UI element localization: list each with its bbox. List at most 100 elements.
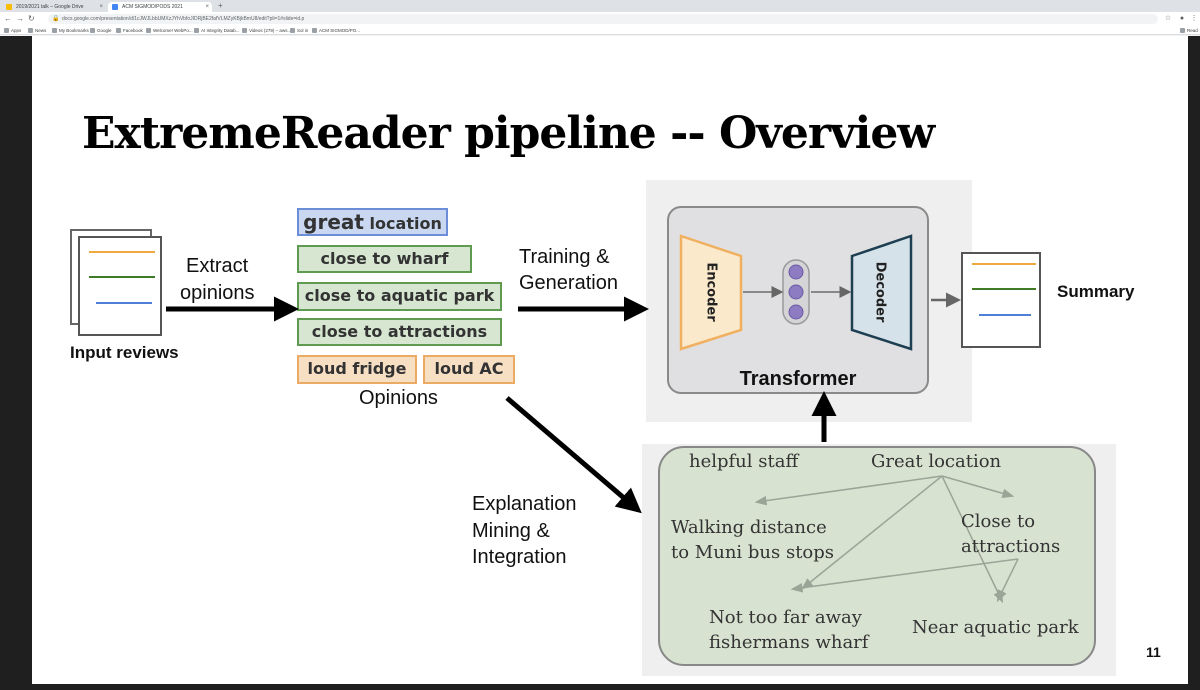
presenter-left-margin (0, 36, 32, 690)
edge-great-to-notfar (801, 475, 943, 590)
slide-title: ExtremeReader pipeline -- Overview (82, 108, 935, 159)
bookmark-label: AI Integrity Datab... (201, 28, 240, 33)
explanation-graph-box (658, 446, 1096, 666)
lock-icon: 🔒 (52, 16, 60, 22)
database-icon (194, 28, 199, 33)
facebook-icon (116, 28, 121, 33)
bookmark-item[interactable]: My Bookmarks (52, 26, 89, 35)
bookmark-item[interactable]: ACM SIGMOD/PO... (312, 26, 360, 35)
address-text: docs.google.com/presentation/d/1cJWJLbbU… (62, 16, 305, 22)
bookmark-label: Facebook (123, 28, 143, 33)
doc-line (972, 288, 1036, 290)
menu-icon[interactable]: ⋮ (1190, 15, 1198, 22)
review-document-front (78, 236, 162, 336)
graph-node-near-aquatic: Near aquatic park (912, 617, 1079, 638)
input-reviews-label: Input reviews (70, 343, 179, 362)
opinion-close-to-aquatic-park: close to aquatic park (297, 282, 502, 311)
opinion-close-to-wharf: close to wharf (297, 245, 472, 273)
edge-close-to-near (996, 558, 1019, 603)
bookmark-label: ACM SIGMOD/PO... (319, 28, 361, 33)
browser-tab-bar: 2019/2021 talk – Google Drive × ACM SIGM… (0, 0, 1200, 12)
graph-node-close-line1: Close to (961, 511, 1036, 532)
bookmark-label: Google (97, 28, 112, 33)
new-tab-icon[interactable]: + (218, 1, 223, 10)
browser-tab-acm[interactable]: ACM SIGMOD/PODS 2021 × (108, 2, 212, 12)
training-label-line1: Training & (519, 246, 610, 268)
close-tab-icon[interactable]: × (205, 4, 209, 10)
browser-tab-drive[interactable]: 2019/2021 talk – Google Drive × (2, 2, 106, 12)
apps-icon (4, 28, 9, 33)
webpo-icon (146, 28, 151, 33)
sol-icon (290, 28, 295, 33)
doc-line (96, 302, 152, 304)
graph-node-close-line2: attractions (961, 536, 1061, 557)
bookmark-label: Welcome! WebPo... (153, 28, 193, 33)
bookmark-item[interactable]: Google (90, 26, 112, 35)
acm-favicon-icon (112, 4, 118, 10)
opinion-great-location: great location (297, 208, 448, 236)
reload-icon[interactable]: ↻ (28, 14, 35, 23)
bookmark-label: Videos (279) – aws... (249, 28, 292, 33)
extract-label-line1: Extract (186, 255, 249, 277)
tab-label: 2019/2021 talk – Google Drive (16, 4, 84, 10)
doc-line (972, 263, 1036, 265)
graph-node-walking-line2: to Muni bus stops (671, 542, 835, 563)
summary-label: Summary (1057, 282, 1135, 301)
doc-line (89, 251, 155, 253)
reading-list[interactable]: Read (1180, 26, 1198, 35)
edge-close-to-notfar (790, 558, 1019, 593)
decoder-shape (850, 234, 913, 351)
opinion-rest: location (363, 214, 442, 233)
explanation-arrow (505, 396, 642, 514)
bookmark-item[interactable]: AI Integrity Datab... (194, 26, 240, 35)
latent-node (788, 264, 804, 280)
explanation-label-line1: Explanation (472, 493, 577, 515)
video-icon (242, 28, 247, 33)
latent-node (788, 304, 804, 320)
bookmark-item[interactable]: Videos (279) – aws... (242, 26, 291, 35)
bookmark-item[interactable]: Apps (4, 26, 21, 35)
tab-label: ACM SIGMOD/PODS 2021 (122, 4, 183, 10)
edge-great-to-close (941, 475, 1015, 498)
bookmark-label: Read (1187, 28, 1198, 33)
explanation-label-line2: Mining & (472, 520, 550, 542)
latent-node (788, 284, 804, 300)
close-tab-icon[interactable]: × (99, 4, 103, 10)
forward-icon[interactable]: → (16, 14, 24, 23)
encoder-label: Encoder (704, 262, 719, 322)
bookmark-item[interactable]: Welcome! WebPo... (146, 26, 193, 35)
graph-node-walking-line1: Walking distance (671, 517, 827, 538)
back-icon[interactable]: ← (4, 14, 12, 23)
edge-great-to-near (941, 475, 1004, 604)
address-bar[interactable]: 🔒 docs.google.com/presentation/d/1cJWJLb… (48, 14, 1158, 24)
opinion-bold-word: great (303, 210, 364, 234)
presenter-right-margin (1188, 36, 1200, 690)
profile-icon[interactable]: ● (1179, 15, 1185, 22)
bookmark-label: My Bookmarks (59, 28, 89, 33)
news-icon (28, 28, 33, 33)
bookmark-item[interactable]: Sol in (290, 26, 308, 35)
opinion-loud-fridge: loud fridge (297, 355, 417, 384)
opinions-label: Opinions (359, 387, 438, 409)
drive-favicon-icon (6, 4, 12, 10)
bookmark-item[interactable]: Facebook (116, 26, 143, 35)
training-label-line2: Generation (519, 272, 618, 294)
opinion-loud-ac: loud AC (423, 355, 515, 384)
acm-icon (312, 28, 317, 33)
decoder-label: Decoder (873, 262, 888, 323)
bookmarks-bar: Apps News My Bookmarks Google Facebook W… (0, 26, 1200, 35)
bookmark-item[interactable]: News (28, 26, 46, 35)
extract-label-line2: opinions (180, 282, 255, 304)
encoder-shape (679, 234, 743, 351)
presenter-bottom-margin (0, 684, 1200, 690)
bookmark-label: Apps (11, 28, 22, 33)
graph-node-helpful-staff: helpful staff (689, 451, 799, 472)
star-icon[interactable]: ☆ (1164, 15, 1172, 22)
google-icon (90, 28, 95, 33)
explanation-label-line3: Integration (472, 546, 567, 568)
graph-node-notfar-line1: Not too far away (709, 607, 862, 628)
graph-node-notfar-line2: fishermans wharf (709, 632, 869, 653)
graph-node-great-location: Great location (871, 451, 1002, 472)
transformer-label: Transformer (739, 368, 857, 390)
